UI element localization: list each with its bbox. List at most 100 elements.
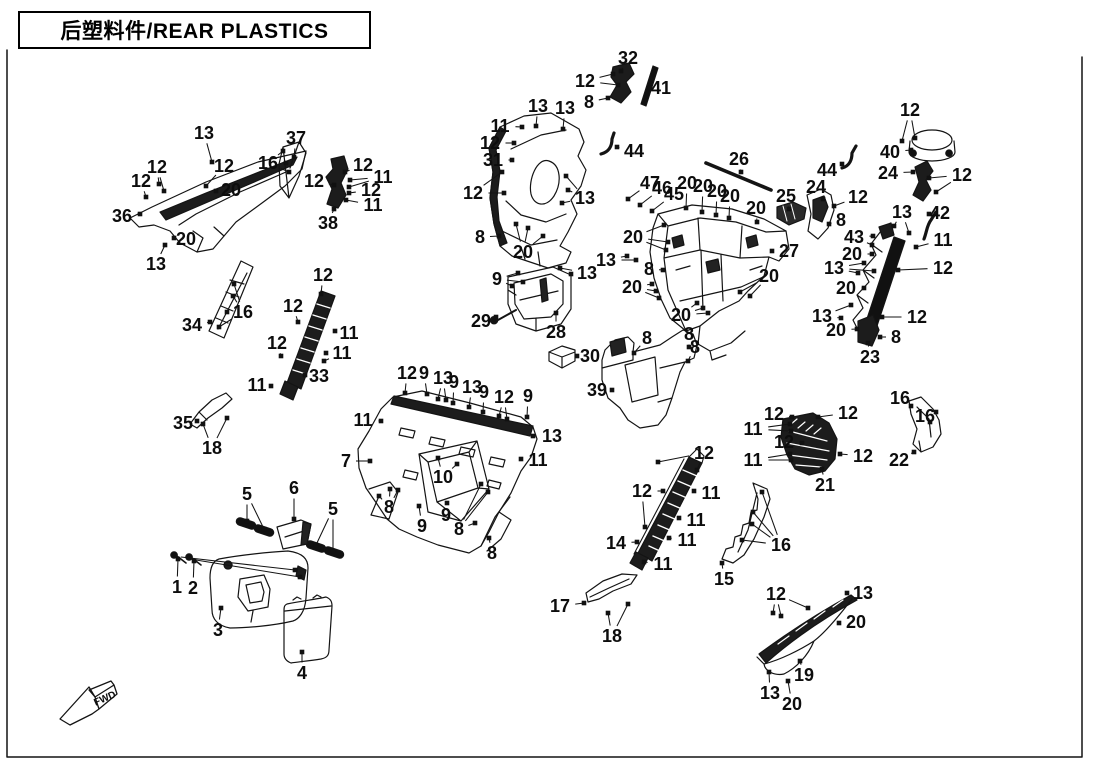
leader-dot: [869, 251, 875, 257]
part-21-slats: [786, 418, 830, 468]
part-number-label: 16: [258, 153, 278, 173]
part-32: [609, 62, 635, 104]
part-14-side: [633, 448, 705, 555]
leader-dot: [509, 157, 515, 163]
leader-dot: [788, 457, 794, 463]
leader-line: [642, 501, 646, 528]
part-number-label: 7: [341, 451, 351, 471]
leader-dot: [435, 455, 441, 461]
part-30: [548, 345, 576, 369]
leader-dot: [175, 556, 181, 562]
leader-dot: [855, 270, 861, 276]
leader-dot: [913, 244, 919, 250]
part-number-label: 9: [449, 372, 459, 392]
leader-dot: [754, 219, 760, 225]
leader-line: [788, 599, 809, 609]
leader-dot: [837, 451, 843, 457]
part-33-rungs: [292, 303, 331, 375]
leader-dot: [815, 414, 821, 420]
part-40-lugs: [909, 149, 953, 157]
part-number-label: 11: [528, 450, 547, 470]
part-33-foot: [279, 380, 299, 401]
part-number-label: 28: [546, 322, 566, 342]
leader-dot: [750, 509, 756, 515]
part-39-inner: [601, 351, 686, 403]
leader-dot: [565, 187, 571, 193]
leader-dot: [292, 567, 298, 573]
leader-dot: [747, 293, 753, 299]
part-number-label: 11: [247, 375, 266, 395]
leader-dot: [786, 206, 792, 212]
leader-line: [701, 196, 704, 213]
part-number-label: 13: [542, 426, 562, 446]
part-number-label: 11: [743, 419, 762, 439]
leader-dot: [634, 539, 640, 545]
leader-dot: [799, 440, 805, 446]
leader-dot: [297, 574, 303, 580]
part-number-label: 20: [707, 181, 727, 201]
part-36-band: [159, 156, 298, 221]
leader-dot: [443, 397, 449, 403]
part-4: [283, 594, 333, 664]
leader-dot: [513, 221, 519, 227]
leader-line: [349, 177, 368, 181]
leader-dot: [805, 605, 811, 611]
leader-dot: [568, 271, 574, 277]
leader-dot: [332, 328, 338, 334]
part-number-label: 2: [188, 578, 198, 598]
part-number-label: 45: [664, 184, 684, 204]
part-number-label: 20: [842, 244, 862, 264]
part-number-label: 20: [836, 278, 856, 298]
leader-dot: [486, 535, 492, 541]
leader-dot: [624, 253, 630, 259]
leader-dot: [376, 493, 382, 499]
part-number-label: 20: [677, 173, 697, 193]
part-number-label: 8: [684, 324, 694, 344]
part-number-label: 11: [490, 116, 509, 136]
leader-dot: [686, 344, 692, 350]
part-number-label: 42: [930, 203, 950, 223]
leader-dot: [933, 189, 939, 195]
part-number-label: 13: [760, 683, 780, 703]
leader-dot: [387, 486, 393, 492]
part-number-label: 12: [283, 296, 303, 316]
title-box: 后塑料件/REAR PLASTICS: [18, 11, 371, 49]
part-number-label: 12: [361, 180, 381, 200]
page-border: [6, 49, 1083, 758]
part-number-label: 18: [202, 438, 222, 458]
leader-dot: [137, 211, 143, 217]
part-number-label: 20: [826, 320, 846, 340]
leader-dot: [642, 524, 648, 530]
leader-dot: [162, 242, 168, 248]
part-number-label: 12: [147, 157, 167, 177]
part-number-label: 35: [173, 413, 193, 433]
leader-dot: [501, 190, 507, 196]
leader-line: [752, 511, 774, 537]
part-number-label: 13: [812, 306, 832, 326]
part-number-label: 13: [577, 263, 597, 283]
part-number-label: 12: [575, 71, 595, 91]
leader-dot: [346, 190, 352, 196]
leader-line: [600, 82, 619, 86]
leader-dot: [891, 223, 897, 229]
part-number-label: 11: [353, 410, 372, 430]
leader-dot: [367, 458, 373, 464]
part-number-label: 8: [891, 327, 901, 347]
leader-line: [768, 423, 791, 428]
part-number-label: 19: [794, 665, 814, 685]
leader-dot: [299, 649, 305, 655]
leader-dot: [454, 461, 460, 467]
leader-dot: [524, 414, 530, 420]
part-number-label: 12: [463, 183, 483, 203]
leader-line: [348, 180, 369, 188]
leader-dot: [295, 319, 301, 325]
leader-dot: [691, 488, 697, 494]
leader-dot: [831, 203, 837, 209]
part-number-label: 36: [112, 206, 132, 226]
leader-dot: [450, 400, 456, 406]
leader-line: [897, 268, 928, 271]
part-number-label: 8: [384, 497, 394, 517]
part-number-label: 20: [693, 176, 713, 196]
leader-dot: [331, 206, 337, 212]
